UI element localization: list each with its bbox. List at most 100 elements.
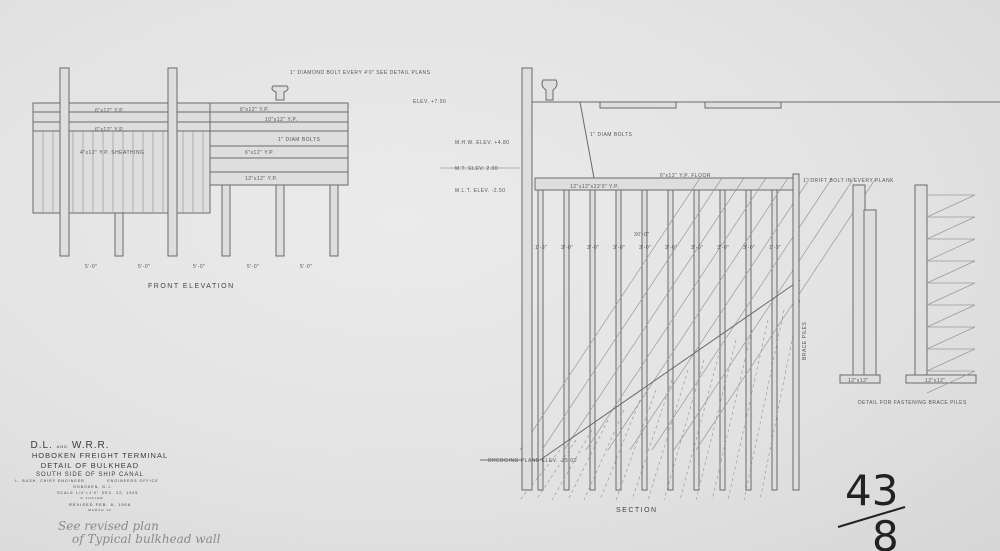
pile-spacing-label: 3'-0" [691,245,703,251]
hatch-line [647,369,689,501]
pile [563,189,570,491]
hatch-line [727,319,769,501]
pile [537,189,544,491]
spacing-label: 5'-0" [300,264,312,270]
pile [615,189,622,491]
brace-pile [585,177,767,451]
brace [926,326,976,350]
brace-pile [695,177,877,451]
hatch-line [551,429,593,501]
scale: SCALE 1/4"=1'0" [57,491,99,495]
brace-pile [519,177,701,451]
spacing-label: 5'-0" [247,264,259,270]
hatch-line [535,439,577,501]
sheet-number-bottom: 8 [872,512,899,551]
title-line4: SOUTH SIDE OF SHIP CANAL [36,472,144,478]
dredging-plane-line [480,279,801,461]
hatch-line [743,309,785,501]
sheet-pile [521,67,533,491]
bollard-icon [541,79,558,101]
bolts-label: 1" DIAM BOLTS [278,137,321,143]
sheet-number-top: 43 [845,466,898,515]
pile-spacing-label: 3'-0" [665,245,677,251]
brace-pile [607,177,789,451]
hatch-line [567,419,609,501]
brace-pile [563,177,745,451]
pile [745,189,752,491]
pile-spacing-label: 1'-3" [769,245,781,251]
bollard-icon [271,85,289,101]
spacing-label: 5'-0" [193,264,205,270]
brace [926,348,976,372]
brace-pile [673,177,855,451]
elevation-label: ELEV. +7.00 [413,99,446,105]
hatch-line [583,409,625,501]
title-dl: D.L. [30,440,52,451]
detail-dim: 12"x12" [848,378,869,384]
pile [771,189,778,491]
board-label: 6"x12" Y.P. [95,127,124,133]
hatch-line [519,449,561,501]
hatch-line [663,359,705,501]
brace-pile [541,177,723,451]
brace-pile [629,177,811,451]
board-label: 6"x12" Y.P. [95,108,124,114]
board-label: 12"x12" Y.P. [245,176,278,182]
detail-caption: DETAIL FOR FASTENING BRACE PILES [858,400,967,406]
post [59,67,70,257]
spacing-label: 5'-0" [138,264,150,270]
handwritten-note: See revised plan [58,519,159,533]
pile [641,189,648,491]
brace [926,282,976,306]
span-label: 30'-0" [634,232,650,238]
date: DEC. 22, 1905 [102,491,139,495]
pile-spacing-label: 3'-0" [587,245,599,251]
pile [667,189,674,491]
revised-by: MARCH 10 [88,508,111,512]
brace-pile-detail: 12"x12" 12"x12" DETAIL FOR FASTENING BRA… [839,184,977,406]
pile [719,189,726,491]
pile [329,184,339,257]
hatch-line [679,349,721,501]
elevation-label: M.L.T. ELEV. -2.50 [455,188,506,194]
front-elevation-caption: FRONT ELEVATION [148,283,235,290]
sheathing-label: 4"x12" Y.P. SHEATHING [80,150,145,156]
wale-boards [209,102,349,186]
end-pile [792,173,800,491]
detail-dim: 12"x12" [925,378,946,384]
pile-spacing-label: 3'-0" [717,245,729,251]
hatch-line [711,329,753,501]
place: HOBOKEN, N.J. [73,485,112,489]
drawn-by: G.THAYER [80,496,103,500]
board-label: 6"x12" Y.P. [245,150,274,156]
brace [926,304,976,328]
brace [926,194,976,218]
board-label: 6"x12" Y.P. [240,107,269,113]
post [167,67,178,257]
brace-pile [651,177,833,451]
title-line2: HOBOKEN FREIGHT TERMINAL [32,451,168,460]
front-elevation: 1" DIAMOND BOLT EVERY 4'0" SEE DETAIL PL… [32,67,431,290]
section-caption: SECTION [616,507,658,514]
brace [926,260,976,284]
pile-spacing-label: 3'-0" [743,245,755,251]
spacing-label: 5'-0" [85,264,97,270]
handwritten-note: of Typical bulkhead wall [72,532,221,546]
pile [693,189,700,491]
board-label: 10"x12" Y.P. [265,117,298,123]
section-view: ELEV. +7.00 M.H.W. ELEV. +4.80 M.T. ELEV… [413,67,1000,514]
pile-spacing-label: 3'-0" [613,245,625,251]
revised: REVISED FEB. 8, 1906 [69,502,131,507]
bolt-note: 1" DIAMOND BOLT EVERY 4'0" SEE DETAIL PL… [290,70,431,76]
brace [926,370,976,394]
title-block: D.L. AND W.R.R. HOBOKEN FREIGHT TERMINAL… [15,440,168,512]
bolts-label: 1" DIAM BOLTS [590,132,633,138]
pile-spacing-label: 1'-3" [535,245,547,251]
office: ENGINEERS OFFICE [107,479,158,483]
title-line3: DETAIL OF BULKHEAD [41,461,139,470]
platform-label: 12"x12"x22'0" Y.P. [570,184,619,190]
pile [275,184,285,257]
brace-pile-label: BRACE PILES [802,322,808,360]
